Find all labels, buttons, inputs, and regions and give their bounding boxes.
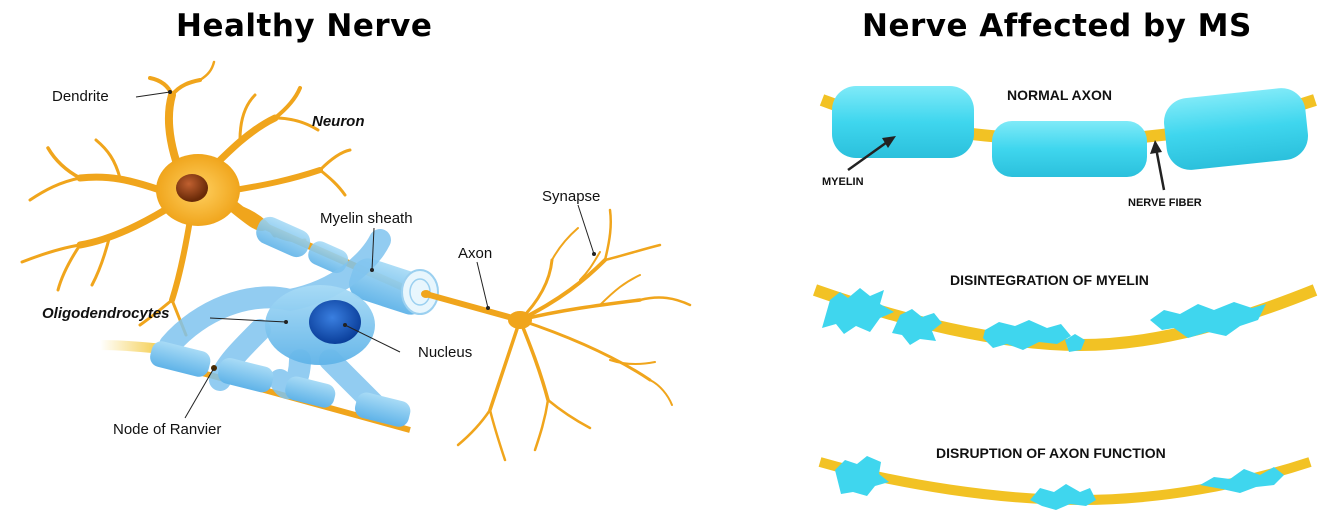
- axon-terminal: [458, 210, 690, 460]
- caption-disruption-of-axon-function: DISRUPTION OF AXON FUNCTION: [936, 445, 1166, 461]
- label-nucleus: Nucleus: [418, 344, 472, 361]
- neuron-nucleus: [176, 174, 208, 202]
- label-oligodendrocytes: Oligodendrocytes: [42, 305, 170, 322]
- label-myelin: MYELIN: [822, 176, 864, 188]
- disrupted-axon-illustration: [820, 456, 1310, 510]
- caption-disintegration-of-myelin: DISINTEGRATION OF MYELIN: [950, 272, 1149, 288]
- caption-normal-axon: NORMAL AXON: [1007, 87, 1112, 103]
- label-axon: Axon: [458, 245, 492, 262]
- label-dendrite: Dendrite: [52, 88, 109, 105]
- label-node-of-ranvier: Node of Ranvier: [113, 421, 221, 438]
- nerve-fiber-arrow: [1150, 140, 1164, 190]
- label-myelin-sheath: Myelin sheath: [320, 210, 413, 227]
- label-nerve-fiber: NERVE FIBER: [1128, 197, 1202, 209]
- label-neuron: Neuron: [312, 113, 365, 130]
- label-synapse: Synapse: [542, 188, 600, 205]
- disintegrating-myelin-illustration: [815, 288, 1315, 352]
